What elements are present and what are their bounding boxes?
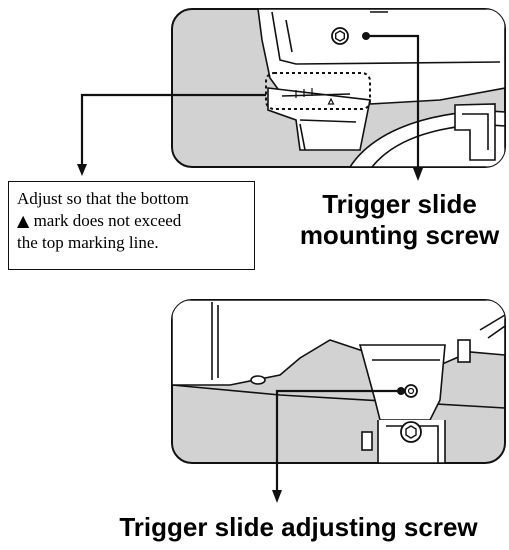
adjustment-note-box: Adjust so that the bottom ▲ mark does no… — [8, 181, 255, 270]
mounting-label-line-1: Trigger slide — [322, 189, 477, 219]
note-line-1: Adjust so that the bottom — [17, 189, 189, 208]
mounting-arrowhead — [413, 168, 423, 181]
note-line-2-text: mark does not exceed — [29, 211, 182, 230]
top-panel-illustration — [171, 8, 506, 168]
mounting-leader-line — [366, 34, 420, 174]
note-line-3: the top marking line. — [17, 233, 159, 252]
adjusting-screw-label: Trigger slide adjusting screw — [119, 512, 478, 542]
adjusting-arrowhead — [272, 490, 282, 503]
note-leader-line — [80, 93, 266, 170]
bottom-panel-illustration — [171, 299, 506, 464]
mounting-screw-label: Trigger slide mounting screw — [290, 189, 509, 251]
note-arrowhead — [77, 164, 87, 176]
adjusting-leader-line — [275, 389, 401, 496]
note-line-2: ▲ mark does not exceed — [17, 210, 246, 232]
mounting-label-line-2: mounting screw — [299, 220, 500, 250]
triangle-mark-icon: ▲ — [17, 211, 30, 230]
